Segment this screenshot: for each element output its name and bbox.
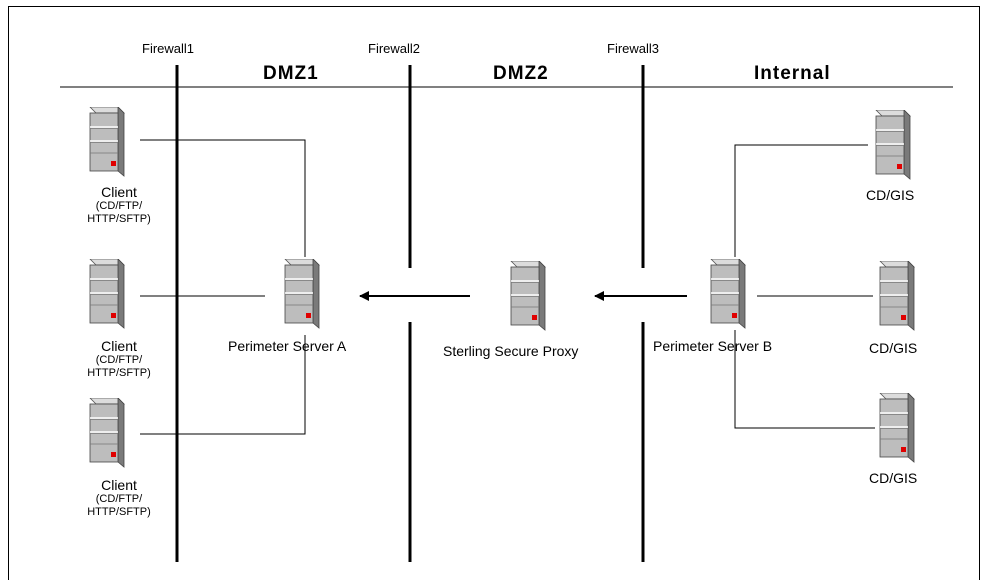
client3-label: Client (CD/FTP/ HTTP/SFTP) [74, 477, 164, 518]
client2-label: Client (CD/FTP/ HTTP/SFTP) [74, 338, 164, 379]
firewall3-label: Firewall3 [607, 41, 660, 56]
cdgis2-server-icon [879, 261, 915, 331]
zone-dmz2-label: DMZ2 [493, 63, 549, 84]
client2-protocols-line2: HTTP/SFTP) [87, 366, 151, 379]
client2-protocols-line1: (CD/FTP/ [95, 354, 143, 367]
client1-protocols-line1: (CD/FTP/ [95, 200, 143, 213]
cdgis3-label: CD/GIS [869, 470, 918, 486]
connector-client3-perimeter-a [140, 335, 306, 435]
client1-title: Client [101, 184, 137, 200]
cdgis2-label: CD/GIS [869, 340, 918, 356]
perimeter-server-b-icon [710, 259, 746, 329]
client3-protocols-line1: (CD/FTP/ [95, 493, 143, 506]
client2-title: Client [101, 338, 137, 354]
client1-server-icon [89, 107, 125, 177]
sterling-secure-proxy-icon [510, 261, 546, 331]
zone-dmz1-label: DMZ1 [263, 63, 319, 84]
perimeter-server-b-label: Perimeter Server B [653, 338, 773, 354]
firewall1-label: Firewall1 [142, 41, 195, 56]
cdgis1-label: CD/GIS [866, 187, 915, 203]
client3-title: Client [101, 477, 137, 493]
sterling-secure-proxy-label: Sterling Secure Proxy [443, 343, 579, 359]
cdgis3-server-icon [879, 393, 915, 463]
cdgis1-server-icon [875, 110, 911, 180]
client1-label: Client (CD/FTP/ HTTP/SFTP) [74, 184, 164, 225]
client3-protocols-line2: HTTP/SFTP) [87, 505, 151, 518]
connector-perimeter-b-cdgis1 [734, 144, 868, 257]
zone-internal-label: Internal [754, 63, 831, 84]
connector-client1-perimeter-a [140, 139, 306, 257]
client2-server-icon [89, 259, 125, 329]
client3-server-icon [89, 398, 125, 468]
connector-perimeter-b-cdgis3 [734, 330, 875, 429]
perimeter-server-a-icon [284, 259, 320, 329]
diagram-frame [8, 6, 980, 580]
client1-protocols-line2: HTTP/SFTP) [87, 212, 151, 225]
firewall2-label: Firewall2 [368, 41, 421, 56]
perimeter-server-a-label: Perimeter Server A [228, 338, 347, 354]
